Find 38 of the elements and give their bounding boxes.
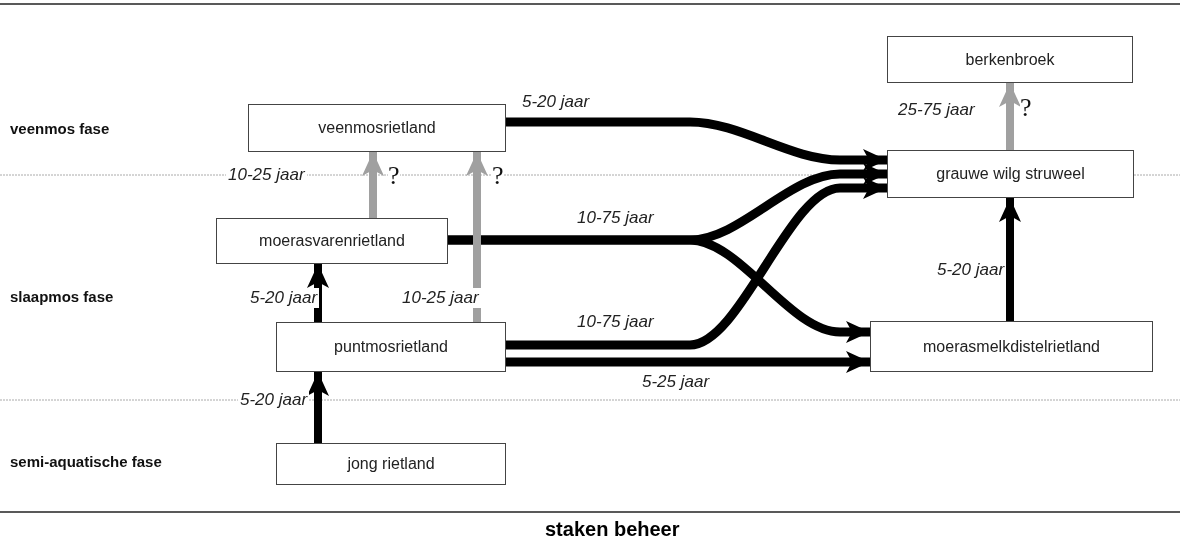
edge-label: 5-20 jaar: [248, 288, 320, 308]
phase-label: veenmos fase: [10, 120, 110, 137]
arrow: [307, 372, 329, 443]
node-label: moerasvarenrietland: [259, 232, 405, 250]
edge-label: 10-25 jaar: [226, 165, 307, 185]
process-box: [887, 150, 1134, 198]
arrow: [506, 177, 887, 350]
arrow: [448, 235, 870, 343]
arrow: [506, 117, 887, 171]
process-box: [870, 321, 1153, 372]
node-label: moerasmelkdistelrietland: [923, 337, 1100, 356]
arrow: [506, 351, 870, 373]
process-box: [276, 443, 506, 485]
edge-label: 10-75 jaar: [575, 312, 656, 332]
edge-label: 5-20 jaar: [520, 92, 592, 112]
phase-label: semi-aquatische fase: [10, 453, 162, 470]
edge-label: 10-75 jaar: [575, 208, 656, 228]
node-label: berkenbroek: [965, 50, 1055, 69]
process-box: [216, 218, 448, 264]
process-box: [887, 36, 1133, 83]
arrow: [999, 83, 1021, 150]
phase-label: slaapmos fase: [10, 288, 114, 305]
edge-label: 25-75 jaar: [896, 100, 977, 120]
node-label: veenmosrietland: [318, 119, 436, 137]
arrow: [466, 152, 488, 322]
arrow: [362, 152, 384, 218]
edge-label: 5-25 jaar: [640, 372, 712, 392]
process-box: [276, 322, 506, 372]
node-label: jong rietland: [347, 455, 435, 473]
edge-label: 10-25 jaar: [400, 288, 481, 308]
node-label: puntmosrietland: [334, 338, 448, 356]
arrow: [307, 264, 329, 322]
edge-label: 5-20 jaar: [238, 390, 310, 410]
edge-label: 5-20 jaar: [935, 260, 1007, 280]
node-label: grauwe wilg struweel: [936, 165, 1085, 183]
process-box: [248, 104, 506, 152]
arrow: [999, 198, 1021, 321]
caption: staken beheer: [545, 518, 680, 541]
